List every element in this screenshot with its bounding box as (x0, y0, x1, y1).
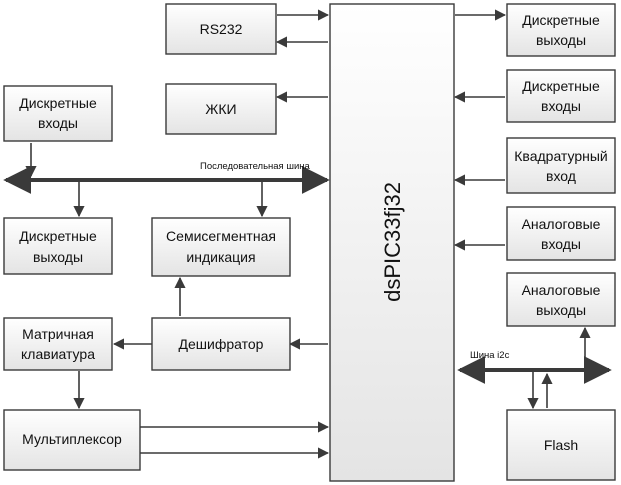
right-din-line2: входы (541, 98, 581, 114)
right-din-line1: Дискретные (522, 78, 600, 94)
mux-block: Мультиплексор (3, 409, 141, 471)
decoder-label: Дешифратор (179, 336, 264, 352)
connections (3, 9, 612, 459)
right-discrete-inputs-block: Дискретные входы (506, 69, 616, 123)
left-din-line1: Дискретные (19, 95, 97, 111)
right-dout-line2: выходы (536, 32, 586, 48)
analog-out-line1: Аналоговые (522, 282, 601, 298)
analog-inputs-block: Аналоговые входы (506, 206, 616, 261)
mux-label: Мультиплексор (22, 431, 122, 447)
sevenseg-line2: индикация (186, 249, 255, 265)
right-discrete-outputs-block: Дискретные выходы (506, 3, 616, 57)
mcu-label: dsPIC33fj32 (380, 182, 405, 302)
left-discrete-outputs-block: Дискретные выходы (3, 217, 113, 275)
right-dout-line1: Дискретные (522, 12, 600, 28)
flash-label: Flash (544, 437, 578, 453)
left-dout-line1: Дискретные (19, 228, 97, 244)
seven-segment-block: Семисегментная индикация (151, 217, 291, 277)
analog-in-line1: Аналоговые (522, 216, 601, 232)
quadrature-line2: вход (546, 168, 576, 184)
keypad-line1: Матричная (22, 326, 94, 342)
analog-outputs-block: Аналоговые выходы (506, 272, 616, 327)
lcd-block: ЖКИ (165, 83, 277, 135)
sevenseg-line1: Семисегментная (166, 228, 276, 244)
flash-block: Flash (506, 409, 616, 481)
mcu-block: dsPIC33fj32 (329, 3, 455, 482)
left-dout-line2: выходы (33, 249, 83, 265)
analog-out-line2: выходы (536, 302, 586, 318)
rs232-block: RS232 (165, 3, 277, 55)
i2c-bus-label: Шина i2c (470, 350, 510, 361)
decoder-block: Дешифратор (151, 317, 291, 371)
left-din-line2: входы (38, 115, 78, 131)
keypad-block: Матричная клавиатура (3, 317, 113, 371)
analog-in-line2: входы (541, 236, 581, 252)
lcd-label: ЖКИ (205, 101, 236, 117)
serial-bus-label: Последовательная шина (200, 161, 311, 172)
rs232-label: RS232 (200, 21, 243, 37)
quadrature-input-block: Квадратурный вход (506, 137, 616, 194)
left-discrete-inputs-block: Дискретные входы (3, 85, 113, 142)
keypad-line2: клавиатура (21, 346, 95, 362)
quadrature-line1: Квадратурный (514, 148, 607, 164)
